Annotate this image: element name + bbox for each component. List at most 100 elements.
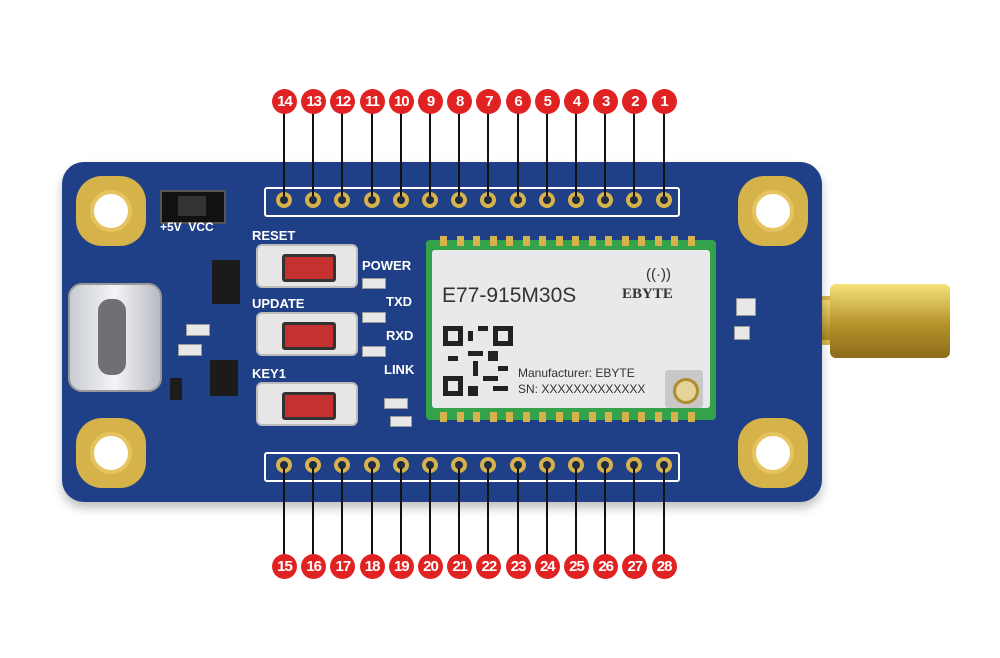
module-castellation-pad [489,412,497,422]
pin-number-marker: 28 [651,554,677,579]
pin-number-marker: 26 [593,554,619,579]
marker-lead-line [545,468,548,556]
marker-lead-line [283,468,285,556]
link-led-label: LINK [384,362,415,377]
reset-button [256,244,358,288]
header-pin [597,192,614,208]
pin-number-marker: 20 [418,554,443,579]
qr-code [443,326,513,396]
header-pin [276,192,292,208]
jumper-cap [178,196,206,216]
module-castellation-pad [671,412,678,422]
module-model: E77-915M30S [442,284,577,307]
pin-number-marker: 7 [476,89,502,114]
marker-lead-line [370,110,373,196]
power-jumper [160,190,226,224]
led-link [384,398,408,409]
module-castellation-pad [671,236,678,246]
module-castellation-pad [605,236,612,246]
pin-number-marker: 17 [330,554,356,579]
marker-lead-line [399,110,402,196]
marker-lead-line [662,468,665,556]
pin-number-marker: 16 [301,554,327,579]
header-pin [451,192,468,208]
usb-c-port [68,283,162,392]
mount-hole-tl [90,190,132,232]
header-pin [626,192,643,208]
marker-lead-line [604,110,607,196]
power-led-label: POWER [362,258,412,273]
module-castellation-pad [539,412,546,422]
header-pin [626,457,643,473]
module-castellation-pad [654,236,662,246]
module-castellation-pad [539,236,546,246]
mount-hole-bl [90,432,132,474]
led-power [362,278,386,289]
mount-hole-br [752,432,794,474]
update-button [256,312,358,356]
module-castellation-pad [555,236,563,246]
module-castellation-pad [456,236,464,246]
header-pin [363,192,380,208]
vcc-label: +5V VCC [160,220,214,234]
reset-button-core [282,254,336,282]
pin-number-marker: 21 [447,554,473,579]
rxd-led-label: RXD [386,328,414,343]
marker-lead-line [458,110,461,196]
reset-label: RESET [252,228,296,243]
module-castellation-pad [588,236,596,246]
module-castellation-pad [588,412,596,422]
header-pin [305,457,322,473]
marker-lead-line [575,110,577,196]
pin-number-marker: 1 [651,89,677,114]
module-castellation-pad [456,412,464,422]
smd-part [178,344,202,356]
diode-chip [170,378,182,400]
key1-button [256,382,358,426]
module-castellation-pad [654,412,662,422]
marker-lead-line [633,468,636,556]
marker-lead-line [312,468,315,556]
pin-number-marker: 14 [272,89,297,114]
pin-number-marker: 13 [301,89,327,114]
header-pin [538,192,555,208]
pin-number-marker: 8 [447,89,473,114]
header-pin [392,192,409,208]
pin-header-top [264,187,680,217]
module-castellation-pad [440,236,447,246]
pin-header-bottom [264,452,680,482]
header-pin [568,457,584,473]
pin-number-marker: 2 [622,89,648,114]
marker-lead-line [604,468,607,556]
marker-lead-line [516,468,519,556]
pin-number-marker: 25 [564,554,589,579]
header-pin [655,457,672,473]
marker-lead-line [370,468,373,556]
regulator-chip [210,360,238,396]
led-rxd [362,346,386,357]
ufl-antenna-connector [665,370,703,408]
pin-number-marker: 18 [359,554,385,579]
marker-lead-line [516,110,519,196]
header-pin [509,457,526,473]
module-castellation-pad [572,412,579,422]
marker-lead-line [341,468,344,556]
module-castellation-pad [638,236,645,246]
marker-lead-line [487,468,490,556]
manufacturer-text: Manufacturer: EBYTE [518,366,635,380]
marker-lead-line [545,110,548,196]
module-castellation-pad [555,412,563,422]
module-castellation-pad [621,412,629,422]
header-pin [480,192,497,208]
update-label: UPDATE [252,296,305,311]
marker-lead-line [662,110,665,196]
header-pin [568,192,584,208]
marker-lead-line [283,110,285,196]
pin-number-marker: 5 [534,89,560,114]
marker-lead-line [458,468,461,556]
module-castellation-pad [506,236,513,246]
marker-lead-line [429,468,431,556]
pin-number-marker: 19 [388,554,414,579]
header-pin [422,457,438,473]
